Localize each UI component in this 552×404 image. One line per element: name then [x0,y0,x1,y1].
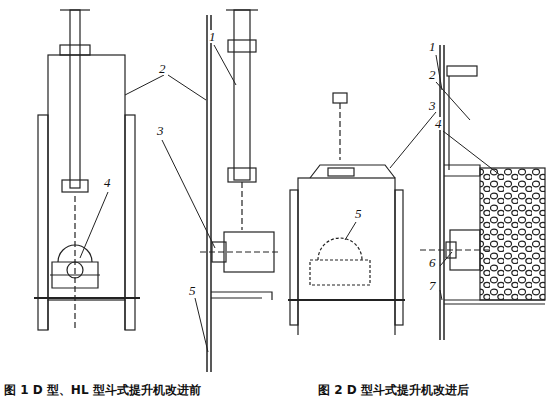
callout-number: 4 [103,176,112,189]
callout-number: 5 [354,207,363,220]
callout-number: 5 [188,284,197,297]
callout-number: 1 [428,40,437,53]
callout-number: 2 [158,62,167,75]
leader-lines [80,45,500,352]
callout-number: 4 [434,117,443,130]
figure-caption: 图 2 D 型斗式提升机改进后 [318,384,469,396]
callout-number: 7 [428,279,437,292]
callout-number: 6 [428,256,437,269]
fig2-side [420,45,545,340]
figure-caption: 图 1 D 型、HL 型斗式提升机改进前 [4,384,201,396]
callout-number: 3 [156,124,165,137]
callout-number: 2 [428,68,437,81]
callout-number: 3 [428,99,437,112]
fig1-side [200,10,280,372]
fig1-front [34,10,140,330]
fig2-front [288,93,405,335]
callout-number: 1 [208,30,217,43]
